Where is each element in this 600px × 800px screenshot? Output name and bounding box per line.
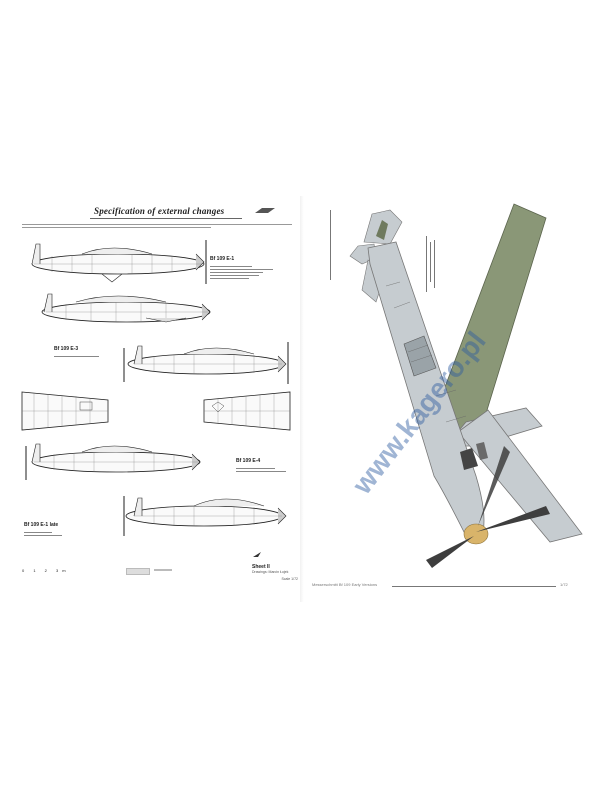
profile-drawing-2 (41, 293, 211, 323)
page-title: Specification of external changes (94, 206, 225, 216)
variant-notes-e3 (54, 354, 104, 357)
sheet-info: Sheet II Drawings: Marcin Łojek Scale 1/… (252, 546, 298, 581)
wing-plan-view-left (21, 391, 109, 431)
profile-drawing-3 (123, 342, 289, 384)
sheet-credits: Drawings: Marcin Łojek (252, 570, 289, 574)
aircraft-plan-view-illustration (330, 203, 583, 568)
title-rule (90, 218, 242, 219)
left-page: Specification of external changes Bf 109… (14, 196, 300, 602)
variant-notes-e1 (210, 264, 280, 279)
sheet-number: Sheet II (252, 564, 270, 570)
right-page: www.kagero.pl Messerschmitt Bf 109 Early… (306, 196, 586, 602)
publisher-logo (255, 208, 275, 213)
profile-drawing-4 (25, 443, 201, 480)
profile-drawing-5 (123, 496, 287, 536)
legend-text-line (154, 569, 172, 571)
airplane-icon (253, 552, 261, 557)
wing-plan-view-right (203, 391, 291, 431)
variant-label-e1-late: Bf 109 E-1 late (24, 522, 59, 528)
footer-title: Messerschmitt Bf 109 Early Versions (312, 582, 378, 587)
page-gutter (300, 196, 306, 602)
page-number: 1/72 (560, 582, 568, 587)
variant-notes-e4 (236, 466, 292, 472)
intro-text-lines (22, 222, 292, 228)
variant-notes-e1-late (24, 530, 64, 536)
profile-drawing-1 (31, 240, 207, 284)
scale-bar: 0 1 2 3m (22, 568, 70, 573)
legend-swatch (126, 568, 150, 575)
variant-label-e3: Bf 109 E-3 (54, 346, 79, 352)
variant-label-e1: Bf 109 E-1 (210, 256, 235, 262)
sheet-scale: Scale 1/72 (281, 577, 298, 581)
variant-label-e4: Bf 109 E-4 (236, 458, 261, 464)
footer-rule (392, 586, 556, 587)
book-spread: Specification of external changes Bf 109… (14, 196, 586, 602)
